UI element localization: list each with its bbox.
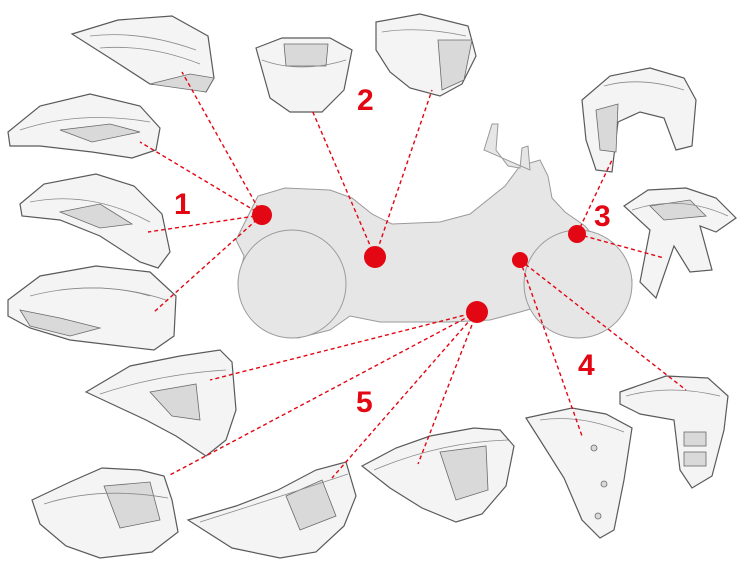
group-number-3: 3 (594, 200, 611, 233)
group-number-4: 4 (578, 349, 595, 382)
leader-line (209, 311, 478, 381)
leader-line (139, 141, 263, 216)
marker-dot-3 (568, 225, 586, 243)
marker-dot-1 (252, 205, 272, 225)
part-sketch-tank-cover (375, 13, 477, 97)
part-sketch-belly-pan-a (31, 467, 179, 559)
leader-line (576, 233, 665, 259)
group-number-2: 2 (357, 84, 374, 117)
rear-wheel (237, 229, 347, 339)
markers (252, 205, 586, 323)
leader-line (147, 214, 263, 233)
part-sketch-tail-seat-cowl (70, 15, 215, 93)
part-sketch-frame-cover (525, 407, 633, 539)
leader-line (331, 311, 478, 479)
leader-line (417, 311, 478, 465)
motorcycle-silhouette (235, 123, 633, 339)
part-sketch-tail-unit-b (19, 173, 171, 269)
marker-dot-2 (364, 246, 386, 268)
group-number-5: 5 (356, 386, 373, 419)
front-wheel (523, 229, 633, 339)
part-sketch-radiator-shroud (619, 375, 729, 489)
leader-line (311, 109, 376, 258)
leader-line (374, 89, 433, 258)
part-sketch-side-cover-a (84, 349, 237, 457)
leader-line (519, 259, 583, 437)
part-sketch-tail-unit-a (7, 93, 161, 159)
part-sketch-seat-pad (255, 37, 353, 113)
part-sketch-belly-pan-b (186, 461, 357, 559)
leader-line (153, 214, 263, 313)
leader-line (519, 259, 687, 391)
part-sketch-front-fender (623, 187, 737, 300)
group-number-1: 1 (174, 188, 191, 221)
leader-line (181, 71, 263, 216)
marker-dot-4 (512, 252, 528, 268)
group-labels: 1 2 3 4 5 (174, 84, 611, 419)
part-sketch-tail-unit-c (7, 265, 177, 351)
marker-dot-5 (466, 301, 488, 323)
leader-lines (139, 71, 687, 479)
handlebar-mirror (483, 123, 531, 171)
part-sketch-headlight-fairing (581, 67, 697, 173)
leader-line (167, 311, 478, 477)
part-sketch-lower-cowl (360, 427, 515, 523)
